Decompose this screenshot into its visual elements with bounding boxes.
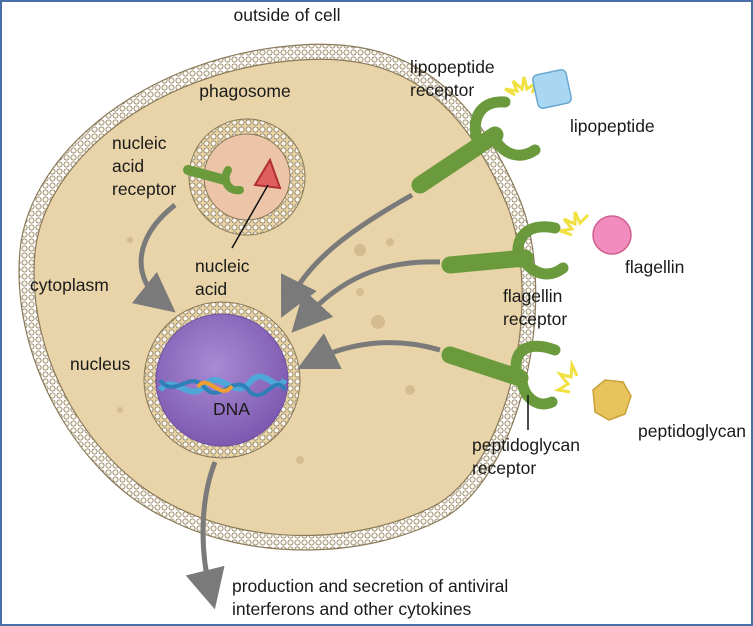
- lipopeptide-receptor-label-line2: receptor: [410, 80, 475, 100]
- nucleic-acid-receptor-shape: [183, 165, 244, 195]
- lipopeptide-label: lipopeptide: [570, 116, 655, 136]
- lipopeptide-receptor-shape: [411, 96, 541, 194]
- nucleic-acid-receptor-label-line3: receptor: [112, 179, 177, 199]
- peptidoglycan-receptor-label-line2: receptor: [472, 458, 537, 478]
- output-label-line2: interferons and other cytokines: [232, 599, 472, 619]
- phagosome-label: phagosome: [199, 81, 291, 101]
- peptidoglycan-ligand: [553, 359, 632, 421]
- outside-of-cell-label: outside of cell: [233, 5, 341, 25]
- lipopeptide-ligand: [504, 69, 572, 109]
- flagellin-receptor-shape: [441, 221, 569, 280]
- signal-arrows: [131, 192, 441, 610]
- nucleus-label: nucleus: [70, 354, 131, 374]
- peptidoglycan-label: peptidoglycan: [638, 421, 746, 441]
- nucleic-acid-label-line1: nucleic: [195, 256, 250, 276]
- output-label-line1: production and secretion of antiviral: [232, 576, 509, 596]
- flagellin-ligand: [559, 211, 632, 255]
- peptidoglycan-receptor-shape: [441, 340, 561, 410]
- flagellin-receptor-label-line1: flagellin: [503, 286, 563, 306]
- dna-helix: [157, 373, 288, 397]
- flagellin-receptor-label-line2: receptor: [503, 309, 568, 329]
- flagellin-label: flagellin: [625, 257, 685, 277]
- peptidoglycan-receptor-label-line1: peptidoglycan: [472, 435, 580, 455]
- nucleic-acid-receptor-label-line2: acid: [112, 156, 145, 176]
- nucleic-acid-label-line2: acid: [195, 279, 228, 299]
- lipopeptide-receptor-label-line1: lipopeptide: [410, 57, 495, 77]
- dna-label: DNA: [213, 399, 250, 419]
- nucleic-acid-pointer: [231, 184, 269, 249]
- nucleic-acid-receptor-label-line1: nucleic: [112, 133, 167, 153]
- cytoplasm-label: cytoplasm: [30, 275, 109, 295]
